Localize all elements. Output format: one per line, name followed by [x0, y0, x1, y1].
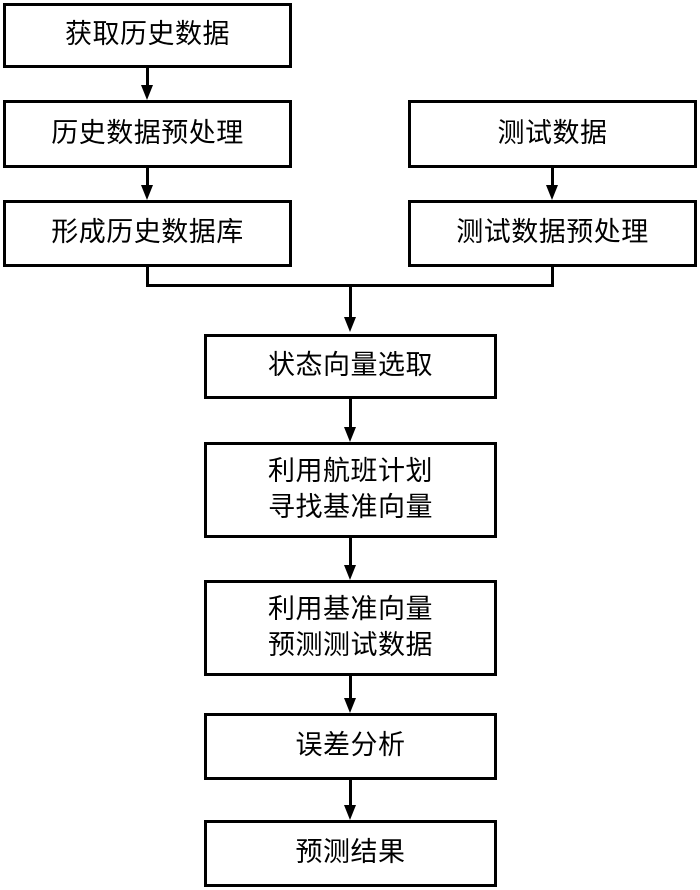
edge-arrowhead-testdata-to-testpreprocess: [546, 185, 558, 200]
node-state-vector-selection[interactable]: 状态向量选取: [204, 334, 497, 399]
node-acquire-historical-data[interactable]: 获取历史数据: [3, 3, 292, 68]
edge-line-statevector-to-flightplan: [349, 399, 352, 427]
node-predict-test-data-using-reference-vector[interactable]: 利用基准向量 预测测试数据: [204, 580, 497, 676]
edge-arrowhead-erroranalysis-to-result: [344, 805, 356, 820]
node-prediction-result[interactable]: 预测结果: [204, 820, 497, 887]
edge-arrowhead-predict-to-erroranalysis: [344, 698, 356, 713]
edge-line-testdata-to-testpreprocess: [551, 168, 554, 185]
node-test-data-preprocessing[interactable]: 测试数据预处理: [408, 200, 697, 267]
edge-line-preprocess-to-database: [146, 168, 149, 185]
node-build-historical-database[interactable]: 形成历史数据库: [3, 200, 292, 267]
edge-arrowhead-flightplan-to-predict: [344, 565, 356, 580]
edge-line-predict-to-erroranalysis: [349, 676, 352, 698]
edge-line-flightplan-to-predict: [349, 538, 352, 565]
edge-arrowhead-statevector-to-flightplan: [344, 427, 356, 442]
node-find-reference-vector-using-flight-plan[interactable]: 利用航班计划 寻找基准向量: [204, 442, 497, 538]
node-historical-data-preprocessing[interactable]: 历史数据预处理: [3, 100, 292, 168]
node-test-data[interactable]: 测试数据: [408, 100, 697, 168]
edge-line-merge-to-statevector: [349, 284, 352, 317]
node-error-analysis[interactable]: 误差分析: [204, 713, 497, 780]
edge-arrowhead-merge-to-statevector: [344, 317, 356, 332]
edge-stub-database-down: [146, 267, 149, 287]
edge-stub-testpreprocess-down: [551, 267, 554, 287]
edge-line-erroranalysis-to-result: [349, 780, 352, 805]
edge-line-acquire-to-preprocess: [146, 68, 149, 85]
edge-arrowhead-acquire-to-preprocess: [141, 85, 153, 100]
edge-arrowhead-preprocess-to-database: [141, 185, 153, 200]
